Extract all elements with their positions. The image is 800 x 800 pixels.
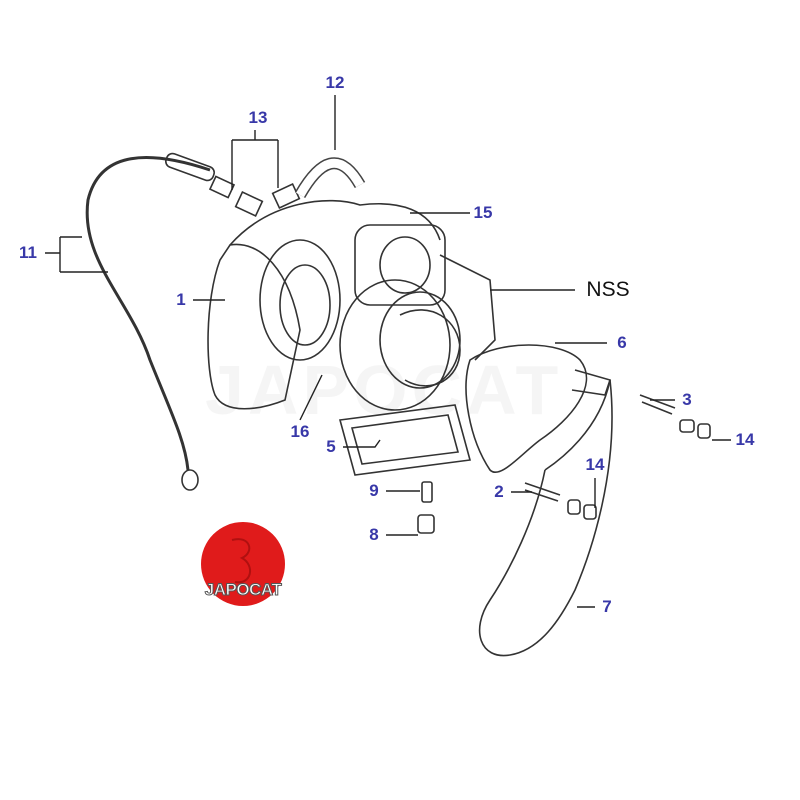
callout-9: 9	[369, 481, 379, 500]
callout-6: 6	[617, 333, 627, 352]
gasket	[338, 404, 472, 476]
logo-text: JAPOCAT	[204, 580, 282, 600]
callout-3: 3	[682, 390, 692, 409]
callout-13: 13	[248, 108, 268, 127]
callout-5: 5	[326, 437, 336, 456]
callout-16: 16	[290, 422, 310, 441]
banjo-fitting	[181, 469, 199, 491]
callout-8: 8	[369, 525, 379, 544]
oil-pipe	[85, 156, 211, 471]
callout-14-right: 14	[735, 430, 755, 449]
callout-15: 15	[473, 203, 493, 222]
elbow-flange	[465, 344, 588, 473]
callout-nss: NSS	[586, 278, 630, 301]
callout-11: 11	[19, 243, 37, 262]
callout-12: 12	[325, 73, 345, 92]
callout-14-lower: 14	[585, 455, 605, 474]
compressor-housing	[207, 243, 301, 410]
pipe-sleeve	[165, 152, 215, 182]
downpipe	[478, 379, 613, 657]
callout-2: 2	[494, 482, 504, 501]
watermark: JAPOCAT	[205, 350, 562, 430]
callout-7: 7	[602, 597, 612, 616]
callout-1: 1	[176, 290, 186, 309]
logo-circle	[201, 522, 285, 606]
